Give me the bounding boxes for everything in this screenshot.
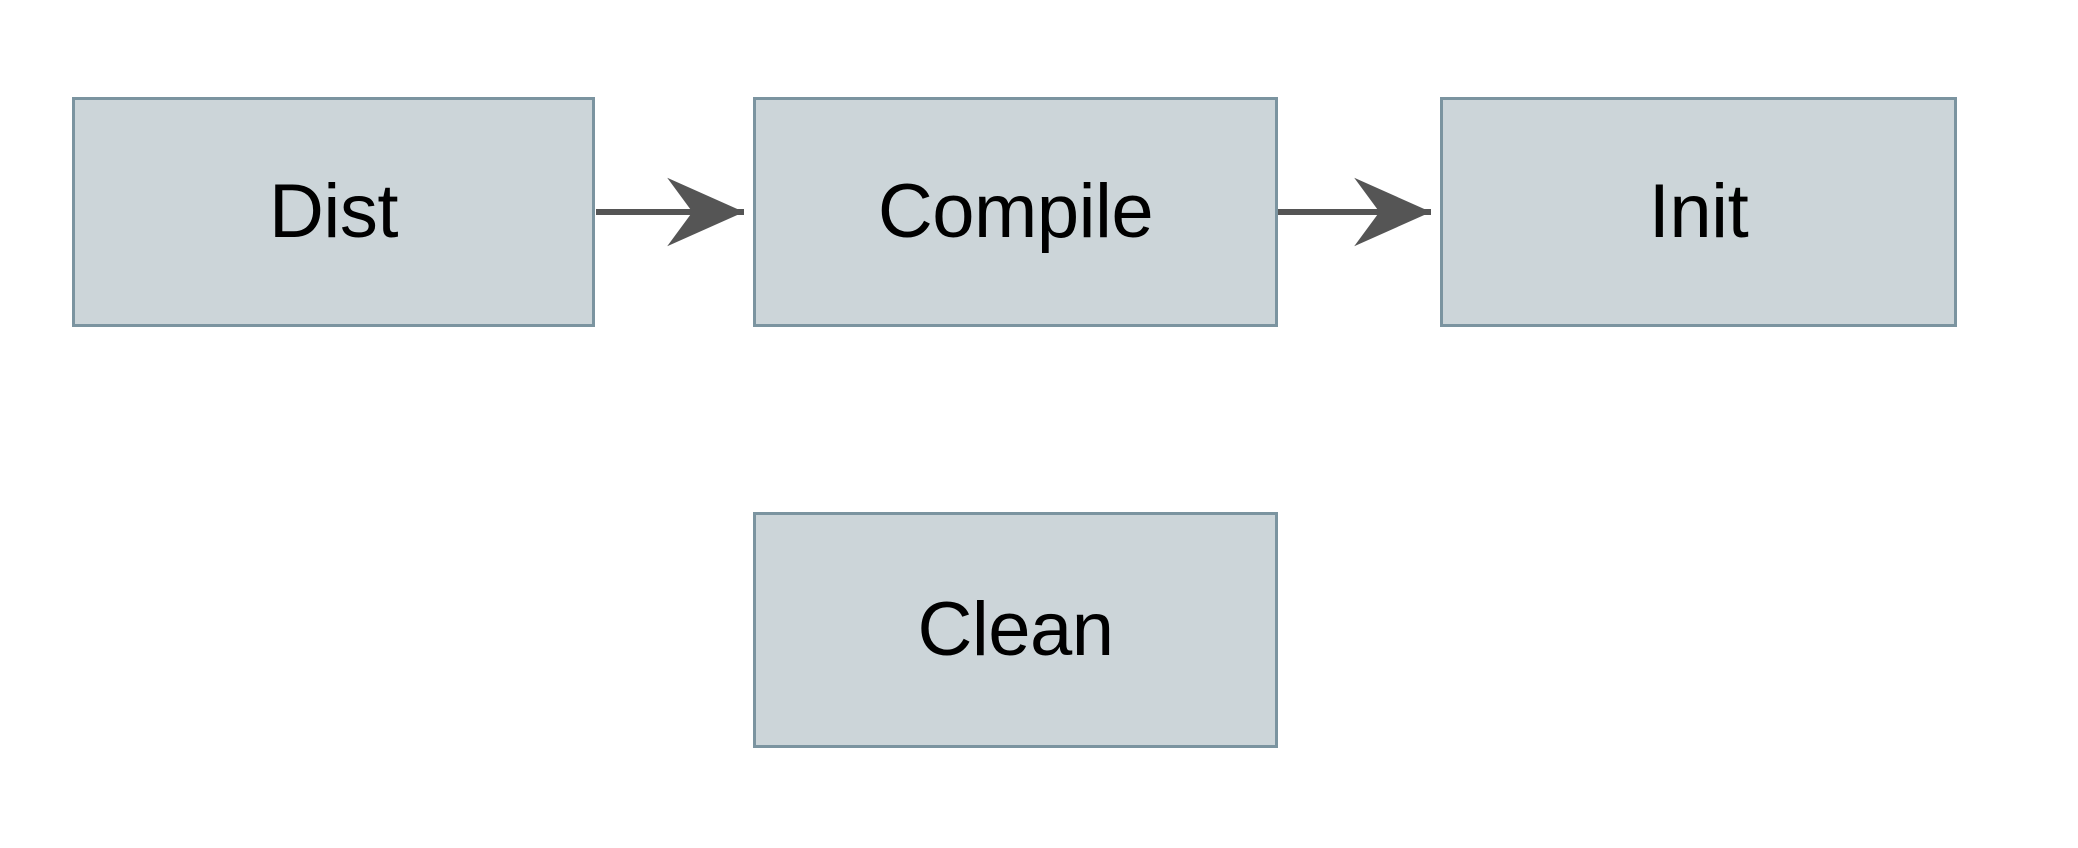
node-init-label: Init	[1648, 169, 1749, 254]
node-compile[interactable]: Compile	[753, 97, 1278, 327]
node-clean[interactable]: Clean	[753, 512, 1278, 748]
node-init[interactable]: Init	[1440, 97, 1957, 327]
node-compile-label: Compile	[877, 169, 1154, 254]
node-dist-label: Dist	[269, 169, 398, 254]
node-clean-label: Clean	[917, 587, 1114, 672]
node-dist[interactable]: Dist	[72, 97, 595, 327]
